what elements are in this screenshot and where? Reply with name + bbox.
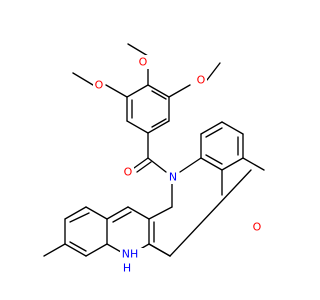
bond [151,118,167,128]
atom-labels: O O O O N O NH H [93,55,263,276]
bond [64,243,87,257]
bond [147,120,170,134]
atom-label-o-methoxy-left: O [95,79,104,92]
bond [169,169,252,257]
bond [127,43,149,57]
label-bg [195,73,207,87]
label-bg [122,165,134,179]
atom-label-nh-ring-h: H [123,262,131,275]
bond [136,161,152,173]
atom-label-o-carbonyl: O [124,166,133,179]
bond [205,154,223,165]
bond [127,206,150,220]
bond [147,84,170,98]
bond-lines [43,43,265,257]
bond [72,72,94,86]
bond [85,243,108,257]
bond [148,243,171,257]
atom-label-nh-ring: NH [122,248,139,261]
label-bg [120,248,146,276]
bond [179,157,202,173]
atom-label-n-amide: N [169,171,177,184]
bond [43,243,66,257]
bond [205,127,223,138]
bond [85,206,108,220]
bond [105,84,128,98]
label-bg [251,220,263,234]
bond [168,84,191,98]
bond [200,157,223,171]
bond [126,84,149,98]
bond [64,206,87,220]
atom-label-o-methoxy-right: O [197,74,206,87]
label-bg [167,170,179,184]
bond [148,206,173,220]
bond [112,211,132,223]
molecule-structure: O O O O N O NH H [43,43,265,276]
label-bg [93,78,105,92]
atom-label-o-lactam: O [253,221,262,234]
bond [221,157,244,171]
bond [106,206,129,220]
bond [242,157,265,171]
bond [200,121,223,135]
bond [221,121,244,135]
bond [69,212,90,223]
bond [151,90,167,100]
bond [69,241,87,252]
bond [126,120,149,134]
atom-label-o-methoxy-top: O [139,56,148,69]
bond [147,157,167,173]
label-bg [137,55,149,69]
bond [133,157,149,169]
bond [206,62,221,81]
